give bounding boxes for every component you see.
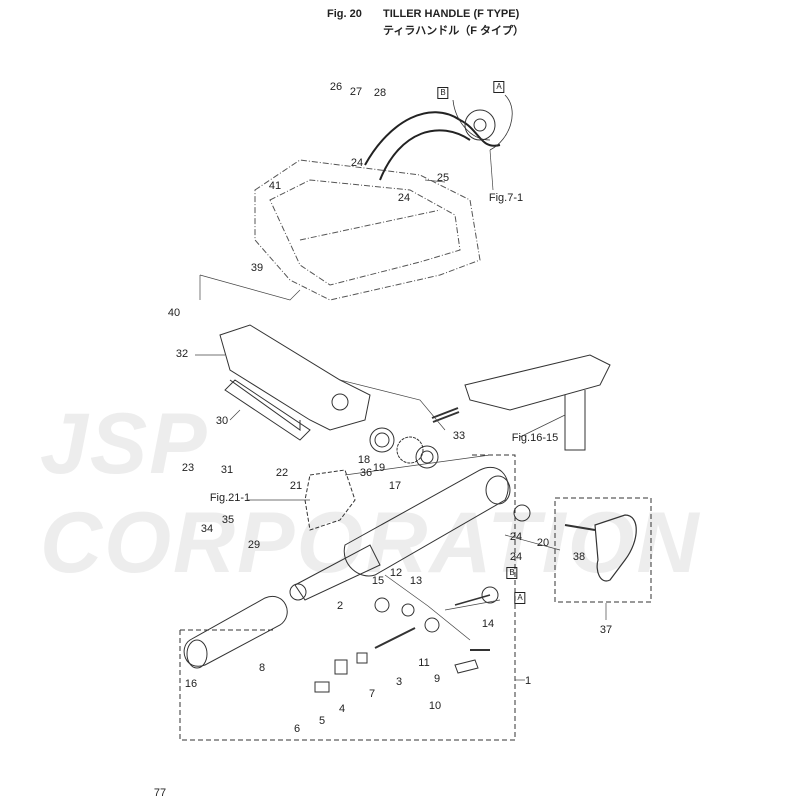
throttle-shaft — [294, 544, 381, 601]
callout-18: 18 — [357, 454, 371, 466]
callout-39: 39 — [250, 262, 264, 274]
callout-22: 22 — [275, 467, 289, 479]
callout-9: 9 — [433, 673, 441, 685]
callout-34: 34 — [200, 523, 214, 535]
connection-marker-b: B — [437, 87, 449, 99]
callout-28: 28 — [373, 87, 387, 99]
callout-1: 1 — [524, 675, 532, 687]
callout-11: 11 — [418, 657, 430, 669]
assembly-1-boundary — [179, 454, 516, 741]
callout-10: 10 — [428, 700, 442, 712]
callout-35: 35 — [221, 514, 235, 526]
figure-number: Fig. 20 — [327, 8, 362, 20]
callout-24: 24 — [509, 551, 523, 563]
figure-reference-21-1[interactable]: Fig.21-1 — [209, 492, 251, 504]
callout-30: 30 — [215, 415, 229, 427]
callout-12: 12 — [389, 567, 403, 579]
throttle-cam — [464, 109, 496, 141]
callout-37: 37 — [599, 624, 613, 636]
connection-marker-a: A — [493, 81, 505, 93]
handle-bracket — [219, 324, 371, 431]
bracket-fig21-1 — [304, 469, 356, 531]
wave-washer-19 — [396, 436, 424, 464]
callout-27: 27 — [349, 86, 363, 98]
callout-38: 38 — [572, 551, 586, 563]
figure-title-en: TILLER HANDLE (F TYPE) — [383, 8, 520, 20]
throttle-grip — [183, 595, 288, 667]
callout-14: 14 — [481, 618, 495, 630]
callout-2: 2 — [336, 600, 344, 612]
callout-21: 21 — [289, 480, 303, 492]
callout-26: 26 — [329, 81, 343, 93]
assembly-37-boundary — [554, 497, 652, 603]
bush-20 — [513, 504, 531, 522]
figure-reference-16-15[interactable]: Fig.16-15 — [511, 432, 559, 444]
callout-41: 41 — [268, 180, 282, 192]
callout-24: 24 — [397, 192, 411, 204]
callout-33: 33 — [452, 430, 466, 442]
washer-18 — [369, 427, 395, 453]
callout-13: 13 — [409, 575, 423, 587]
callout-15: 15 — [371, 575, 385, 587]
callout-23: 23 — [181, 462, 195, 474]
callout-6: 6 — [293, 723, 301, 735]
tiller-arm — [343, 466, 509, 577]
page-number: 77 — [153, 787, 167, 799]
callout-24: 24 — [350, 157, 364, 169]
callout-40: 40 — [167, 307, 181, 319]
callout-19: 19 — [372, 462, 386, 474]
throttle-cable — [364, 111, 501, 166]
callout-8: 8 — [258, 662, 266, 674]
callout-31: 31 — [220, 464, 234, 476]
callout-20: 20 — [536, 537, 550, 549]
callout-16: 16 — [184, 678, 198, 690]
tiller-knob — [594, 514, 637, 582]
engine-bracket-outline — [254, 159, 481, 301]
figure-reference-7-1[interactable]: Fig.7-1 — [488, 192, 524, 204]
callout-4: 4 — [338, 703, 346, 715]
callout-7: 7 — [368, 688, 376, 700]
callout-5: 5 — [318, 715, 326, 727]
callout-29: 29 — [247, 539, 261, 551]
connection-marker-b: B — [506, 567, 518, 579]
callout-32: 32 — [175, 348, 189, 360]
callout-3: 3 — [395, 676, 403, 688]
steering-bracket — [464, 354, 611, 411]
callout-25: 25 — [436, 172, 450, 184]
callout-17: 17 — [388, 480, 402, 492]
callout-36: 36 — [359, 467, 373, 479]
connection-marker-a: A — [514, 592, 526, 604]
bushing-17 — [415, 445, 439, 469]
callout-24: 24 — [509, 531, 523, 543]
figure-title-jp: ティラハンドル（F タイプ） — [383, 25, 525, 37]
